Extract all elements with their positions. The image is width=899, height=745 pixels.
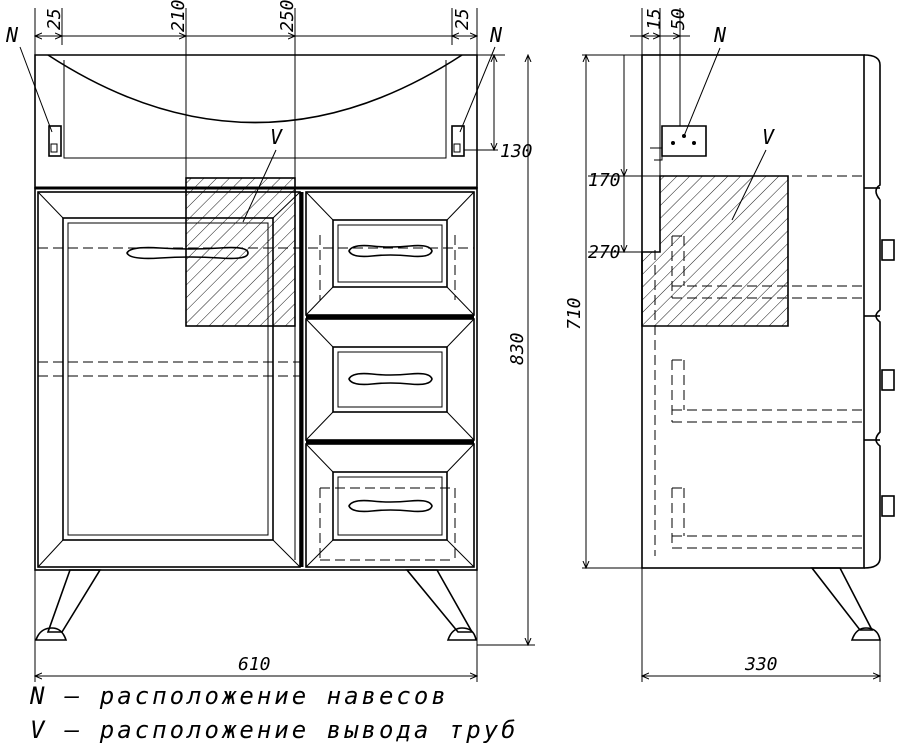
- drawer-2: [305, 318, 475, 441]
- label-hinge-right: N: [489, 23, 503, 47]
- legend-pipe-text: V – расположение вывода труб: [30, 716, 519, 744]
- dim-front-total-height: 830: [507, 332, 528, 365]
- pipe-outlet-zone-side: [641, 175, 789, 327]
- door-outer: [37, 191, 301, 568]
- front-view: 25 210 250 25 130 830 610 N N V: [5, 0, 535, 682]
- label-hinge-left: N: [5, 23, 19, 47]
- label-hinge-side: N: [713, 23, 727, 47]
- drawer-1-handle: [348, 244, 433, 258]
- side-view: 15 50 170 270 710 330 N V: [564, 8, 895, 682]
- side-handle-1: [881, 239, 895, 261]
- dim-side-top-b: 50: [668, 8, 689, 30]
- dim-front-total-width: 610: [238, 654, 271, 675]
- dim-front-top-left-offset: 210: [168, 0, 189, 32]
- pipe-outlet-zone-front: [185, 177, 296, 327]
- basin-inner-frame: [63, 60, 447, 159]
- door-panel: [62, 217, 274, 541]
- door-panel-inner: [67, 222, 269, 536]
- dim-side-pipe-top: 170: [588, 170, 621, 191]
- side-front-profile: [863, 54, 881, 569]
- dim-front-top-right-margin: 25: [452, 8, 473, 30]
- legend: N – расположение навесов V – расположени…: [29, 682, 519, 744]
- hinge-side: [661, 125, 707, 157]
- side-handle-3: [881, 495, 895, 517]
- drawer-3-handle: [348, 499, 433, 513]
- dim-side-body-height: 710: [564, 297, 585, 330]
- basin-bowl-curve: [47, 54, 463, 124]
- label-pipe-zone-side: V: [762, 125, 775, 149]
- dim-front-hinge-height: 130: [500, 141, 533, 162]
- side-handle-2: [881, 369, 895, 391]
- basin-outline: [34, 54, 478, 189]
- leg-left: [46, 569, 102, 633]
- dim-side-top-a: 15: [644, 8, 665, 30]
- dim-front-top-left-margin: 25: [44, 8, 65, 30]
- leg-right: [405, 569, 474, 633]
- hinge-right: [451, 125, 465, 157]
- dim-front-top-center: 250: [277, 0, 298, 32]
- legend-hinge-text: N – расположение навесов: [29, 682, 449, 710]
- dim-side-pipe-bottom: 270: [588, 242, 621, 263]
- side-leg: [810, 567, 874, 631]
- hinge-left: [48, 125, 62, 157]
- dim-side-depth: 330: [744, 654, 778, 675]
- label-pipe-zone-front: V: [270, 125, 283, 149]
- drawer-1: [305, 191, 475, 316]
- drawer-2-handle: [348, 372, 433, 386]
- drawer-3: [305, 443, 475, 568]
